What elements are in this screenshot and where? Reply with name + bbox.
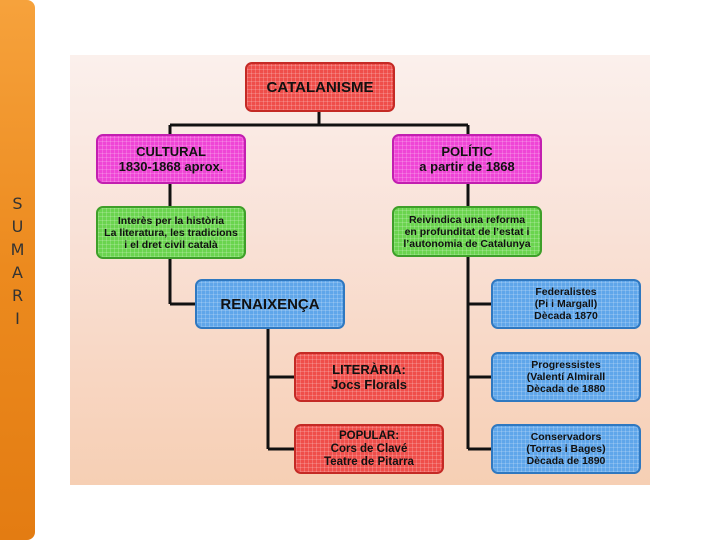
- conservadors-line: Conservadors: [530, 431, 602, 443]
- sumari-letter: S: [12, 194, 23, 213]
- sumari-letter: R: [11, 286, 24, 305]
- node-politic-description: Reivindica una reforma en profunditat de…: [392, 206, 542, 257]
- node-renaixenca-label: RENAIXENÇA: [220, 295, 320, 313]
- progressistes-line: (Valentí Almirall: [526, 371, 606, 383]
- diagram-panel: [70, 55, 650, 485]
- node-literaria-detail: Jocs Florals: [331, 377, 407, 392]
- node-cultural-period: 1830-1868 aprox.: [118, 159, 224, 174]
- politic-desc-line: Reivindica una reforma: [408, 213, 526, 226]
- politic-desc-line: en profunditat de l’estat i: [404, 225, 530, 238]
- node-literaria: LITERÀRIA: Jocs Florals: [294, 352, 444, 402]
- node-conservadors: Conservadors (Torras i Bages) Dècada de …: [491, 424, 641, 474]
- node-popular: POPULAR: Cors de Clavé Teatre de Pitarra: [294, 424, 444, 474]
- node-cultural-title: CULTURAL: [136, 144, 206, 159]
- node-cultural: CULTURAL 1830-1868 aprox.: [96, 134, 246, 184]
- sumari-letter: A: [12, 263, 23, 282]
- progressistes-line: Dècada de 1880: [526, 383, 606, 395]
- sidebar-accent-bar: [0, 0, 35, 540]
- node-popular-detail: Cors de Clavé: [330, 442, 408, 455]
- cultural-desc-line: i el dret civil català: [124, 238, 218, 251]
- node-renaixenca: RENAIXENÇA: [195, 279, 345, 329]
- politic-desc-line: l’autonomia de Catalunya: [403, 237, 531, 250]
- conservadors-line: (Torras i Bages): [526, 443, 606, 455]
- node-literaria-title: LITERÀRIA:: [332, 362, 406, 377]
- sumari-letter: M: [10, 240, 25, 259]
- node-popular-detail: Teatre de Pitarra: [324, 455, 414, 468]
- cultural-desc-line: Interès per la història: [117, 214, 225, 227]
- node-politic-title: POLÍTIC: [441, 144, 493, 159]
- federalistes-line: (Pi i Margall): [534, 298, 598, 310]
- sumari-vertical-label: S U M A R I: [0, 192, 35, 330]
- node-catalanisme-label: CATALANISME: [266, 78, 374, 96]
- node-federalistes: Federalistes (Pi i Margall) Dècada 1870: [491, 279, 641, 329]
- node-popular-title: POPULAR:: [338, 429, 400, 442]
- cultural-desc-line: La literatura, les tradicions: [104, 226, 238, 239]
- sumari-letter: I: [15, 309, 20, 328]
- node-catalanisme: CATALANISME: [245, 62, 395, 112]
- federalistes-line: Federalistes: [535, 286, 597, 298]
- conservadors-line: Dècada de 1890: [526, 455, 606, 467]
- node-progressistes: Progressistes (Valentí Almirall Dècada d…: [491, 352, 641, 402]
- progressistes-line: Progressistes: [531, 359, 601, 371]
- node-politic-period: a partir de 1868: [419, 159, 515, 174]
- sumari-letter: U: [11, 217, 24, 236]
- node-cultural-description: Interès per la història La literatura, l…: [96, 206, 246, 259]
- federalistes-line: Dècada 1870: [534, 310, 598, 322]
- node-politic: POLÍTIC a partir de 1868: [392, 134, 542, 184]
